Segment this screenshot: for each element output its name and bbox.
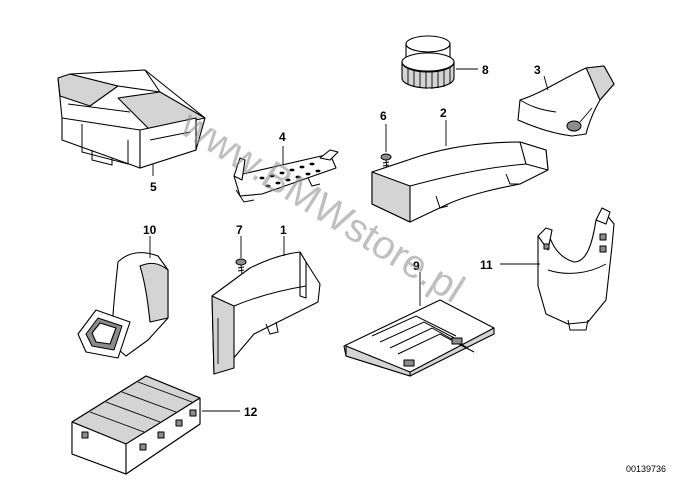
part-10-rect-duct[interactable] xyxy=(77,252,169,359)
part-label-4: 4 xyxy=(279,130,286,144)
part-label-8: 8 xyxy=(482,63,489,77)
part-9-tray[interactable] xyxy=(343,299,495,377)
part-label-7: 7 xyxy=(236,223,243,237)
part-label-2: 2 xyxy=(440,106,447,120)
part-11-bracket-plate[interactable] xyxy=(537,207,615,331)
part-3-duct-piece[interactable] xyxy=(517,65,615,137)
part-1-duct-panel[interactable] xyxy=(211,251,321,375)
part-8-cap[interactable] xyxy=(401,35,455,89)
part-label-11: 11 xyxy=(480,258,493,272)
part-label-9: 9 xyxy=(413,259,420,273)
part-label-10: 10 xyxy=(143,223,157,237)
reference-code: 00139736 xyxy=(626,464,666,474)
part-7-screw[interactable] xyxy=(235,258,247,275)
part-5-channel-housing[interactable] xyxy=(57,69,206,169)
part-12-compartment-box[interactable] xyxy=(71,375,201,475)
leader-3 xyxy=(543,75,549,91)
part-6-screw[interactable] xyxy=(380,153,392,171)
part-label-1: 1 xyxy=(280,223,287,237)
part-label-5: 5 xyxy=(150,180,157,194)
part-2-duct-cover[interactable] xyxy=(371,141,549,223)
part-label-3: 3 xyxy=(534,63,541,77)
part-label-12: 12 xyxy=(244,405,258,419)
part-label-6: 6 xyxy=(380,109,387,123)
part-4-bracket[interactable] xyxy=(233,149,339,203)
